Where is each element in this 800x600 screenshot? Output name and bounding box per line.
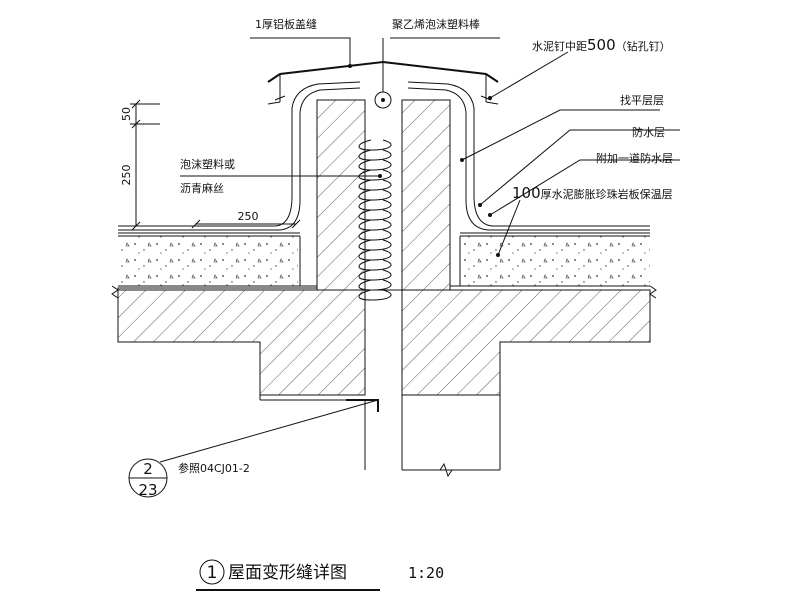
leader-lines xyxy=(159,37,680,463)
reference-top: 2 xyxy=(143,460,153,478)
label-foam-or: 泡沫塑料或 xyxy=(180,157,235,171)
label-asphalt-hemp: 沥青麻丝 xyxy=(180,181,224,195)
label-extra-waterproof: 附加一道防水层 xyxy=(596,151,673,165)
dim-250-horizontal: 250 xyxy=(238,210,259,223)
drawing-title: 1 屋面变形缝详图 1:20 xyxy=(196,559,444,591)
insulation-right xyxy=(450,235,650,287)
insulation-left xyxy=(118,235,317,287)
title-scale: 1:20 xyxy=(408,564,444,582)
label-waterproof-layer: 防水层 xyxy=(632,125,665,139)
label-cement-nail: 水泥钉中距500（钻孔钉） xyxy=(532,36,671,54)
dim-250-vertical: 250 xyxy=(120,165,133,186)
label-pe-foam-rod: 聚乙烯泡沫塑料棒 xyxy=(392,17,480,31)
reference-bubble: 2 23 参照04CJ01-2 xyxy=(128,458,250,499)
label-insulation: 100厚水泥膨胀珍珠岩板保温层 xyxy=(512,184,673,202)
label-leveling-layer: 找平层层 xyxy=(620,93,664,107)
reference-text: 参照04CJ01-2 xyxy=(178,461,250,475)
reference-bottom: 23 xyxy=(138,481,157,499)
foam-filler xyxy=(358,139,392,301)
dimension-lines xyxy=(130,99,301,231)
label-aluminum-cover: 1厚铝板盖缝 xyxy=(255,17,317,31)
upstand-walls xyxy=(316,99,451,291)
roof-slab xyxy=(111,285,657,478)
title-number: 1 xyxy=(207,563,218,583)
title-text: 屋面变形缝详图 xyxy=(228,563,347,583)
waterproof-membranes xyxy=(118,81,650,234)
dim-50: 50 xyxy=(120,107,133,121)
